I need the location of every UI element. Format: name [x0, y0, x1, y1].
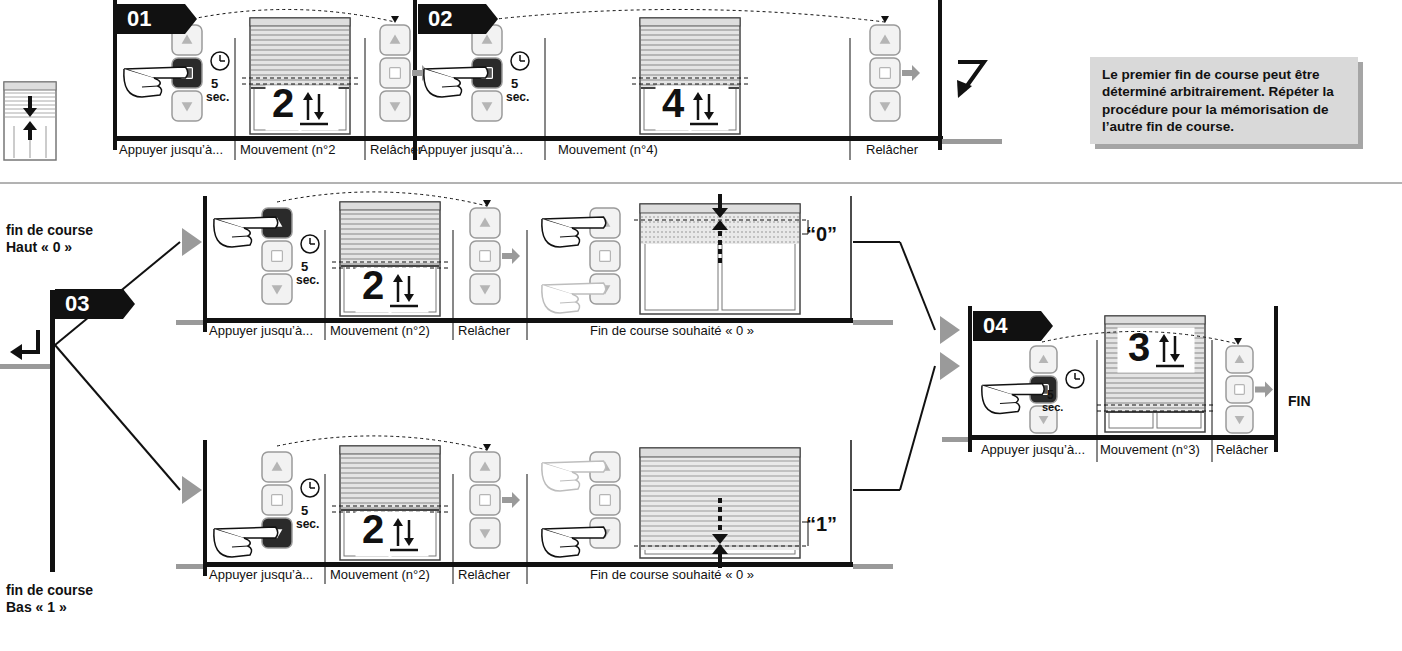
caption: Appuyer jusqu’à...	[978, 442, 1088, 458]
step-badge: 04	[973, 311, 1053, 341]
step-number: 02	[418, 4, 498, 34]
step-number: 04	[973, 311, 1053, 341]
caption: Fin de course souhaité « 0 »	[590, 323, 754, 339]
caption: Relâcher	[370, 142, 422, 158]
movement-number: 2	[362, 508, 384, 550]
movement-number: 3	[1128, 326, 1150, 368]
caption: Appuyer jusqu’à...	[119, 142, 223, 158]
movement-number: 4	[662, 82, 684, 124]
step-badge: 03	[55, 289, 135, 319]
step-number: 01	[117, 4, 197, 34]
time-value: 5	[1047, 388, 1054, 402]
time-value: 5	[511, 76, 518, 92]
caption: Appuyer jusqu’à...	[209, 323, 313, 339]
branch-title: fin de course Haut « 0 »	[6, 222, 116, 256]
time-value: 5	[211, 76, 218, 92]
time-unit: sec.	[206, 90, 229, 104]
caption: Relâcher	[458, 323, 510, 339]
caption: Mouvement (n°2)	[330, 567, 430, 583]
time-value: 5	[301, 259, 308, 275]
branch-title: fin de course Bas « 1 »	[6, 582, 116, 616]
caption: Appuyer jusqu’à...	[419, 142, 523, 158]
step-badge: 02	[418, 4, 498, 34]
time-unit: sec.	[1042, 401, 1063, 414]
note-box: Le premier fin de course peut être déter…	[1090, 57, 1358, 144]
time-unit: sec.	[296, 517, 319, 531]
step-badge: 01	[117, 4, 197, 34]
movement-number: 2	[272, 82, 294, 124]
caption: Fin de course souhaité « 0 »	[590, 567, 754, 583]
note-text: Le premier fin de course peut être déter…	[1102, 66, 1346, 135]
limit-mark: “1”	[806, 512, 837, 536]
caption: Mouvement (n°2	[240, 142, 336, 158]
time-value: 5	[301, 503, 308, 519]
caption: Mouvement (n°4)	[558, 142, 658, 158]
time-unit: sec.	[296, 273, 319, 287]
caption: Relâcher	[1216, 442, 1268, 458]
caption: Relâcher	[458, 567, 510, 583]
caption: Mouvement (n°2)	[330, 323, 430, 339]
caption: Mouvement (n°3)	[1100, 442, 1200, 458]
caption: Relâcher	[866, 142, 918, 158]
time-unit: sec.	[506, 90, 529, 104]
limit-mark: “0”	[806, 222, 837, 246]
movement-number: 2	[362, 264, 384, 306]
caption: Appuyer jusqu’à...	[209, 567, 313, 583]
step-number: 03	[55, 289, 135, 319]
end-label: FIN	[1288, 393, 1311, 410]
